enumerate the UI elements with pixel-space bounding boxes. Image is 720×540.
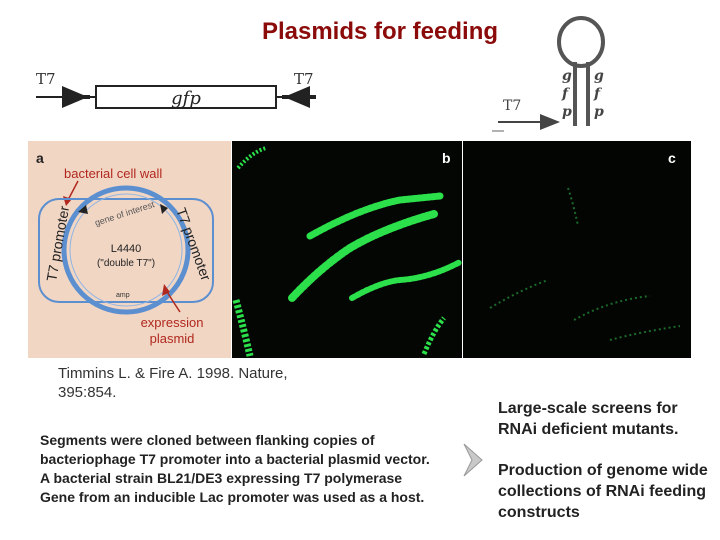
applications-text: Large-scale screens for RNAi deficient m…: [498, 398, 713, 523]
panel-b: b: [232, 141, 463, 358]
citation: Timmins L. & Fire A. 1998. Nature, 395:8…: [58, 364, 288, 402]
slide-title: Plasmids for feeding: [261, 18, 499, 45]
hairpin-right-p: p: [594, 104, 604, 120]
plasmid-name: L4440: [111, 243, 142, 255]
amp-label: amp: [116, 292, 130, 299]
hairpin-left-p: p: [562, 104, 572, 120]
promoter-arrowhead-right: [160, 204, 168, 214]
faint-worm-4: [609, 325, 681, 341]
worm-5: [349, 259, 463, 301]
expression-label-1: expression: [141, 315, 204, 330]
construct-right-t7: T7: [294, 70, 314, 88]
gfp-construct-diagram: T7 T7 gfp: [36, 70, 316, 109]
hairpin-left-g: g: [562, 68, 572, 84]
application-2: Production of genome wide collections of…: [498, 462, 708, 521]
worm-2: [306, 192, 444, 240]
citation-line-2: 395:854.: [58, 384, 117, 401]
gfp-label: gfp: [171, 88, 201, 109]
gfp-box: [95, 85, 277, 109]
plasmid-ring: [61, 185, 191, 315]
faint-worm-3: [573, 295, 651, 321]
methods-text: Segments were cloned between flanking co…: [40, 431, 430, 507]
construct-left-t7: T7: [36, 70, 56, 88]
methods-line-1: Segments were cloned between flanking co…: [40, 432, 375, 448]
hairpin-left-f: f: [561, 86, 571, 102]
faint-worm-2: [489, 279, 549, 309]
worm-1: [236, 146, 267, 170]
right-arrow-connector-icon: [463, 443, 483, 477]
promoter-arrowhead-left: [78, 205, 88, 214]
hairpin-diagram: g f p g f p T7: [492, 16, 605, 132]
panel-c-letter: c: [668, 150, 676, 166]
expression-arrow-icon: [162, 284, 170, 296]
plasmid-sub: ("double T7"): [97, 258, 155, 269]
hairpin-t7-label: T7: [503, 98, 521, 114]
expression-label-2: plasmid: [150, 331, 195, 346]
panel-c-background: [463, 141, 691, 358]
methods-line-4: Gene from an inducible Lac promoter was …: [40, 489, 425, 505]
panel-a: a bacterial cell wall L4440 ("double T7"…: [28, 141, 231, 358]
bacterial-cell-wall: [38, 198, 214, 303]
panel-c: c: [463, 141, 691, 358]
application-1: Large-scale screens for RNAi deficient m…: [498, 400, 679, 438]
hairpin-right-g: g: [594, 68, 604, 84]
hairpin-arrow-icon: [540, 114, 560, 130]
hairpin-right-f: f: [593, 86, 603, 102]
methods-line-2: bacteriophage T7 promoter into a bacteri…: [40, 451, 430, 467]
cell-wall-label: bacterial cell wall: [64, 166, 162, 181]
methods-line-3: A bacterial strain BL21/DE3 expressing T…: [40, 470, 403, 486]
citation-line-1: Timmins L. & Fire A. 1998. Nature,: [58, 365, 288, 382]
hairpin-loop: [557, 16, 605, 68]
faint-worm-1: [567, 187, 579, 227]
worm-3: [288, 210, 438, 302]
panel-a-letter: a: [36, 150, 44, 166]
panel-b-letter: b: [442, 150, 451, 166]
